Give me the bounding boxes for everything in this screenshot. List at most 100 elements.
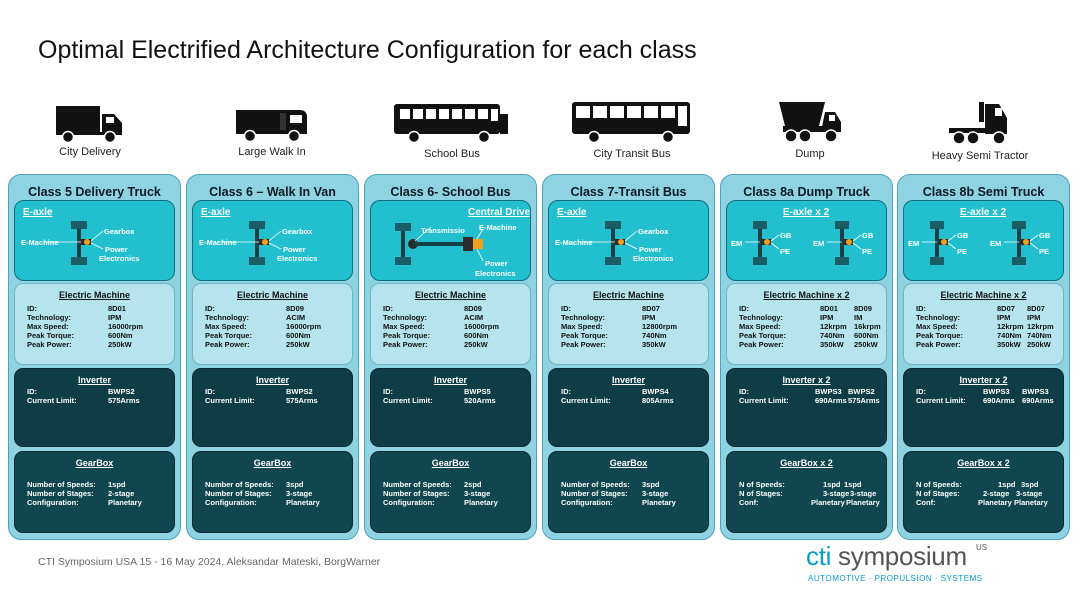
electric-machine-panel: Electric Machine x 2 ID: 8D01 8D09 Techn… (726, 283, 887, 365)
gearbox-panel: GearBox Number of Speeds: 3spd Number of… (192, 451, 353, 533)
column-class-7-transit-bus: Class 7-Transit Bus E-axle Gearbox E-Mac… (542, 174, 715, 540)
gearbox-panel: GearBox x 2 N of Speeds: 1spd 1spd N of … (726, 451, 887, 533)
spec-value: 740Nm (997, 331, 1022, 340)
spec-value: 12krpm (1027, 322, 1054, 331)
spec-value: 8D07 (997, 304, 1015, 313)
spec-label: Peak Torque: (561, 331, 608, 340)
spec-value: 8D09 (286, 304, 304, 313)
spec-value: BWPS3 (815, 387, 842, 396)
section-title: Inverter (77, 375, 112, 385)
section-title: Inverter x 2 (959, 375, 1008, 385)
diagram-tag: GB (780, 231, 792, 240)
section-title: Electric Machine x 2 (940, 290, 1027, 300)
diagram-tag: Electronics (475, 269, 516, 278)
dual-e-axle-schematic-icon (745, 221, 862, 265)
gearbox-panel: GearBox x 2 N of Speeds: 1spd 3spd N of … (903, 451, 1064, 533)
spec-value: 600Nm (108, 331, 133, 340)
vehicle-dump: Dump (745, 100, 875, 172)
diagram-label: E-axle x 2 (960, 207, 1007, 218)
spec-value: 575Arms (108, 396, 140, 405)
cti-symposium-logo: cti symposium US AUTOMOTIVE · PROPULSION… (806, 541, 1006, 591)
diagram-tag: PE (862, 247, 873, 256)
spec-value: 740Nm (1027, 331, 1052, 340)
e-axle-schematic-icon (45, 221, 104, 265)
inverter-panel: Inverter x 2 ID: BWPS3 BWPS3 Current Lim… (903, 368, 1064, 447)
diagram-tag: Power (639, 245, 662, 254)
column-class-8a-dump-truck: Class 8a Dump Truck E-axle x 2 GB EM PE … (720, 174, 893, 540)
diagram-tag: Power (485, 259, 508, 268)
diagram-tag: EM (990, 239, 1002, 248)
diagram-tag: Transmissio (421, 226, 465, 235)
spec-value: 520Arms (464, 396, 496, 405)
diagram-tag: Electronics (633, 254, 674, 263)
spec-label: Peak Torque: (205, 331, 252, 340)
spec-label: ID: (739, 304, 749, 313)
section-title: Electric Machine (236, 290, 309, 300)
spec-value: IPM (997, 313, 1011, 322)
gearbox-panel: GearBox Number of Speeds: 1spd Number of… (14, 451, 175, 533)
spec-label: ID: (561, 304, 571, 313)
spec-label: Technology: (561, 313, 606, 322)
spec-value: 16000rpm (286, 322, 322, 331)
spec-value: 3spd (642, 480, 660, 489)
vehicle-school-bus: School Bus (387, 100, 517, 172)
inverter-panel: Inverter ID: BWPS4 Current Limit: 805Arm… (548, 368, 709, 447)
spec-value: IPM (108, 313, 122, 322)
spec-label: N of Speeds: (739, 480, 785, 489)
diagram-label: E-axle (23, 207, 53, 218)
electric-machine-panel: Electric Machine x 2 ID: 8D07 8D07 Techn… (903, 283, 1064, 365)
spec-label: Technology: (383, 313, 428, 322)
section-title: Electric Machine (58, 290, 131, 300)
diagram-tag: GB (1039, 231, 1051, 240)
diagram-label: E-axle x 2 (783, 207, 830, 218)
spec-value: BWPS2 (848, 387, 875, 396)
spec-label: Peak Torque: (383, 331, 430, 340)
spec-value: 16krpm (854, 322, 881, 331)
diagram-tag: E-Machine (555, 238, 593, 247)
spec-label: Number of Stages: (205, 489, 272, 498)
spec-value: 8D07 (1027, 304, 1045, 313)
spec-label: Current Limit: (27, 396, 77, 405)
semi-tractor-icon (949, 102, 1007, 145)
section-title: GearBox (75, 458, 114, 468)
spec-value: 600Nm (286, 331, 311, 340)
section-title: Inverter (255, 375, 290, 385)
spec-value: IM (854, 313, 863, 322)
spec-label: Current Limit: (916, 396, 966, 405)
diagram-tag: Power (105, 245, 128, 254)
transit-bus-icon (572, 102, 690, 144)
spec-label: Technology: (739, 313, 784, 322)
vehicle-city-delivery: City Delivery (25, 100, 155, 172)
electric-machine-panel: Electric Machine ID: 8D07 Technology: IP… (548, 283, 709, 365)
spec-value: IPM (820, 313, 834, 322)
spec-value: 350kW (642, 340, 666, 349)
spec-label: Conf: (739, 498, 759, 507)
spec-value: BWPS2 (286, 387, 313, 396)
spec-label: Max Speed: (739, 322, 781, 331)
spec-value: 12krpm (820, 322, 847, 331)
vehicle-label: Heavy Semi Tractor (931, 150, 1029, 162)
spec-value: 8D01 (108, 304, 126, 313)
column-title: Class 8b Semi Truck (922, 185, 1045, 199)
spec-value: 690Arms (815, 396, 847, 405)
spec-label: ID: (27, 387, 37, 396)
spec-label: ID: (205, 387, 215, 396)
diagram-tag: GB (862, 231, 874, 240)
spec-value: 250kW (108, 340, 132, 349)
logo-superscript: US (976, 543, 988, 552)
section-title: GearBox (609, 458, 648, 468)
spec-value: 8D09 (854, 304, 872, 313)
spec-value: 3-stage (642, 489, 669, 498)
gearbox-panel: GearBox Number of Speeds: 3spd Number of… (548, 451, 709, 533)
diagram-tag: EM (731, 239, 743, 248)
spec-label: Configuration: (383, 498, 435, 507)
spec-value: 805Arms (642, 396, 674, 405)
diagram-tag: E-Machine (479, 223, 517, 232)
logo-prefix: cti (806, 541, 832, 571)
spec-value: 350kW (997, 340, 1021, 349)
column-title: Class 5 Delivery Truck (28, 185, 161, 199)
section-title: Electric Machine x 2 (763, 290, 850, 300)
diagram-tag: E-Machine (21, 238, 59, 247)
spec-value: 350kW (820, 340, 844, 349)
spec-label: Number of Speeds: (561, 480, 630, 489)
